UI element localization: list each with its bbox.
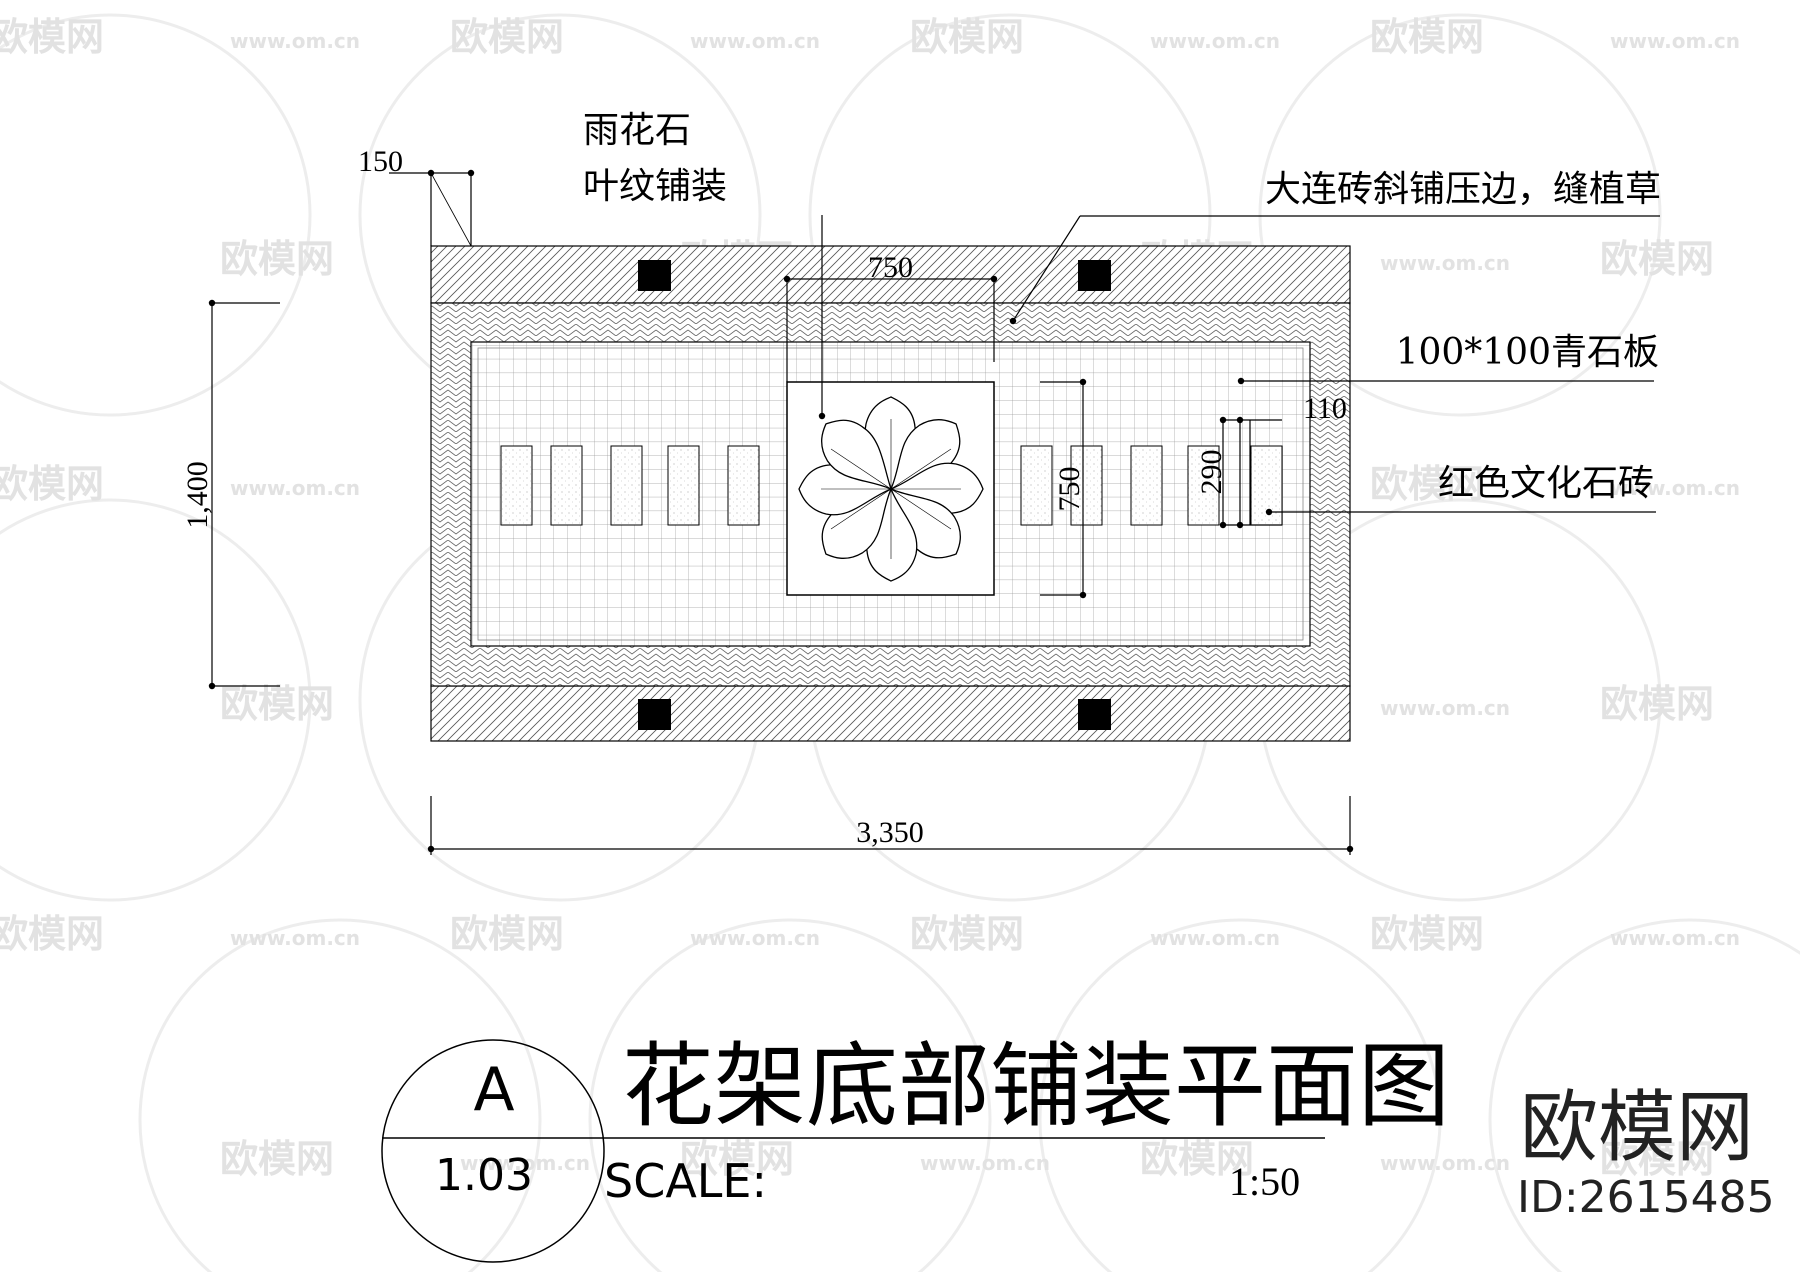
watermark-brand: 欧模网 bbox=[680, 1137, 794, 1181]
watermark-brand: 欧模网 bbox=[1600, 237, 1714, 281]
watermark-brand: 欧模网 bbox=[1140, 1137, 1254, 1181]
bottom-border-strip bbox=[430, 685, 1351, 742]
watermark-site: www.om.cn bbox=[690, 29, 820, 53]
column-post bbox=[1078, 260, 1111, 291]
watermark-site: www.om.cn bbox=[920, 1151, 1050, 1175]
watermark-brand: 欧模网 bbox=[450, 15, 564, 59]
watermark-brand: 欧模网 bbox=[1370, 15, 1484, 59]
red-brick bbox=[1070, 445, 1103, 526]
scale-label: SCALE: bbox=[604, 1154, 767, 1208]
leader-lines bbox=[821, 215, 1660, 513]
dim-110: 110 bbox=[1303, 392, 1347, 425]
watermark-brand: 欧模网 bbox=[220, 682, 334, 726]
top-border-strip bbox=[430, 245, 1351, 304]
red-brick bbox=[500, 445, 533, 526]
title-block: A 1.03 花架底部铺装平面图 SCALE: 1:50 bbox=[381, 1033, 1450, 1263]
dim-150: 150 bbox=[358, 145, 403, 178]
watermark-site: www.om.cn bbox=[1380, 1151, 1510, 1175]
watermark-brand: 欧模网 bbox=[0, 15, 104, 59]
leaf-pattern bbox=[798, 396, 984, 582]
section-letter: A bbox=[473, 1055, 514, 1125]
watermark-brand: 欧模网 bbox=[0, 912, 104, 956]
watermark-site: www.om.cn bbox=[690, 926, 820, 950]
red-culture-stone-bricks bbox=[500, 445, 1283, 526]
label-leaf-paving: 叶纹铺装 bbox=[583, 166, 727, 207]
column-posts bbox=[638, 260, 1111, 730]
label-red-stone: 红色文化石砖 bbox=[1438, 463, 1654, 504]
scale-value: 1:50 bbox=[1229, 1159, 1300, 1204]
watermark-brand: 欧模网 bbox=[1370, 462, 1484, 506]
column-post bbox=[1078, 699, 1111, 730]
watermark-site: www.om.cn bbox=[1610, 476, 1740, 500]
red-brick bbox=[1020, 445, 1053, 526]
watermark-site: www.om.cn bbox=[230, 476, 360, 500]
watermark-site: www.om.cn bbox=[460, 1151, 590, 1175]
sheet-ref: 1.03 bbox=[435, 1150, 533, 1201]
column-post bbox=[638, 260, 671, 291]
watermark-site: www.om.cn bbox=[230, 926, 360, 950]
red-brick bbox=[727, 445, 760, 526]
dim-750-side: 750 bbox=[1053, 467, 1086, 512]
watermark-brand: 欧模网 bbox=[910, 912, 1024, 956]
watermark-brand: 欧模网 bbox=[0, 462, 104, 506]
label-bluestone: 100*100青石板 bbox=[1396, 332, 1659, 373]
label-rain-flower-stone: 雨花石 bbox=[583, 110, 691, 151]
column-post bbox=[638, 699, 671, 730]
watermark-site: www.om.cn bbox=[1380, 251, 1510, 275]
watermark-id: ID:2615485 bbox=[1517, 1172, 1775, 1223]
watermark-site: www.om.cn bbox=[1610, 926, 1740, 950]
watermark-brand: 欧模网 bbox=[220, 237, 334, 281]
section-symbol bbox=[381, 1039, 605, 1263]
red-brick bbox=[1187, 445, 1220, 526]
watermark-site: www.om.cn bbox=[230, 29, 360, 53]
watermark-brand: 欧模网 bbox=[450, 912, 564, 956]
watermark-site: www.om.cn bbox=[1150, 29, 1280, 53]
watermark-brand: 欧模网 bbox=[1600, 1137, 1714, 1181]
red-brick bbox=[610, 445, 643, 526]
watermark-site: www.om.cn bbox=[1610, 29, 1740, 53]
drawing-title: 花架底部铺装平面图 bbox=[622, 1033, 1450, 1140]
dim-750-top: 750 bbox=[868, 251, 913, 284]
watermark-brand: 欧模网 bbox=[220, 1137, 334, 1181]
dim-3350: 3,350 bbox=[856, 816, 924, 849]
brand-logo-text: 欧模网 bbox=[1520, 1083, 1754, 1173]
red-brick bbox=[667, 445, 700, 526]
dim-1400: 1,400 bbox=[181, 461, 214, 529]
watermark-brand: 欧模网 bbox=[1370, 912, 1484, 956]
dimension-dots bbox=[208, 169, 1354, 853]
label-big-brick: 大连砖斜铺压边，缝植草 bbox=[1265, 169, 1661, 210]
watermark-brand: 欧模网 bbox=[1600, 682, 1714, 726]
watermark-brand: 欧模网 bbox=[910, 15, 1024, 59]
watermark-site: www.om.cn bbox=[1380, 696, 1510, 720]
watermark-site: www.om.cn bbox=[1150, 926, 1280, 950]
red-brick bbox=[1130, 445, 1163, 526]
paving-plan bbox=[430, 245, 1351, 742]
red-brick bbox=[550, 445, 583, 526]
dim-290: 290 bbox=[1195, 450, 1228, 495]
